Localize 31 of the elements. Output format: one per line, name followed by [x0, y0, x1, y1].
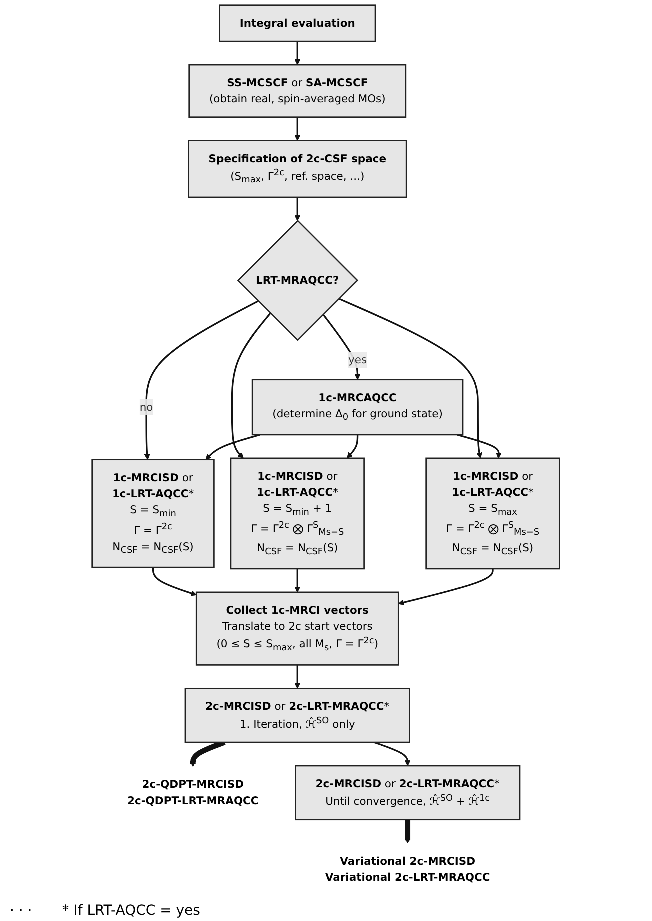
note-text: · · · [10, 903, 32, 919]
arrow [294, 568, 301, 593]
edge-label: no [140, 400, 154, 414]
arrow [294, 197, 301, 222]
node-box: Specification of 2c-CSF space (S$_{max}$, Γ$^{2c}$, ref. space, ...) [188, 140, 408, 198]
arrow [338, 298, 482, 459]
node-box: Collect 1c-MRCI vectors Translate to 2c start vectors (0 ≤ S ≤ S$_{max}$, all M$_{s}$, Γ = Γ$^{2c}$) [196, 592, 400, 666]
node-diamond: LRT-MRAQCC? [237, 220, 359, 342]
node-box: Integral evaluation [219, 4, 376, 42]
node-box: 2c-MRCISD or 2c-LRT-MRAQCC* 1. Iteration, ℋ̂$^{SO}$ only [184, 688, 410, 744]
node-text: Variational 2c-MRCISD Variational 2c-LRT-MRAQCC [325, 854, 490, 884]
note-text: * If LRT-AQCC = yes [62, 903, 200, 919]
arrow [322, 314, 361, 380]
arrow [294, 665, 301, 689]
arrow [346, 434, 359, 459]
node-box: 1c-MRCISD or 1c-LRT-AQCC* S = S$_{min}$ Γ = Γ$^{2c}$ N$_{CSF}$ = N$_{CSF}$(S) [92, 459, 215, 568]
arrow [144, 300, 259, 460]
arrow [294, 117, 301, 142]
node-text: 2c-QDPT-MRCISD 2c-QDPT-LRT-MRAQCC [128, 778, 259, 808]
node-box: SS-MCSCF or SA-MCSCF (obtain real, spin-averaged MOs) [188, 64, 407, 118]
arrow [152, 568, 197, 596]
arrow [457, 434, 502, 459]
arrow [231, 312, 272, 459]
arrow [404, 819, 411, 844]
edge-label: yes [348, 353, 368, 366]
arrow [398, 568, 494, 606]
arrow [294, 42, 301, 66]
node-box: 2c-MRCISD or 2c-LRT-MRAQCC* Until convergence, ℋ̂$^{SO}$ + ℋ̂$^{1c}$ [295, 765, 521, 821]
arrow [374, 742, 411, 766]
node-box: 1c-MRCAQCC (determine Δ$_{0}$ for ground state) [252, 379, 464, 436]
arrow [206, 434, 260, 460]
